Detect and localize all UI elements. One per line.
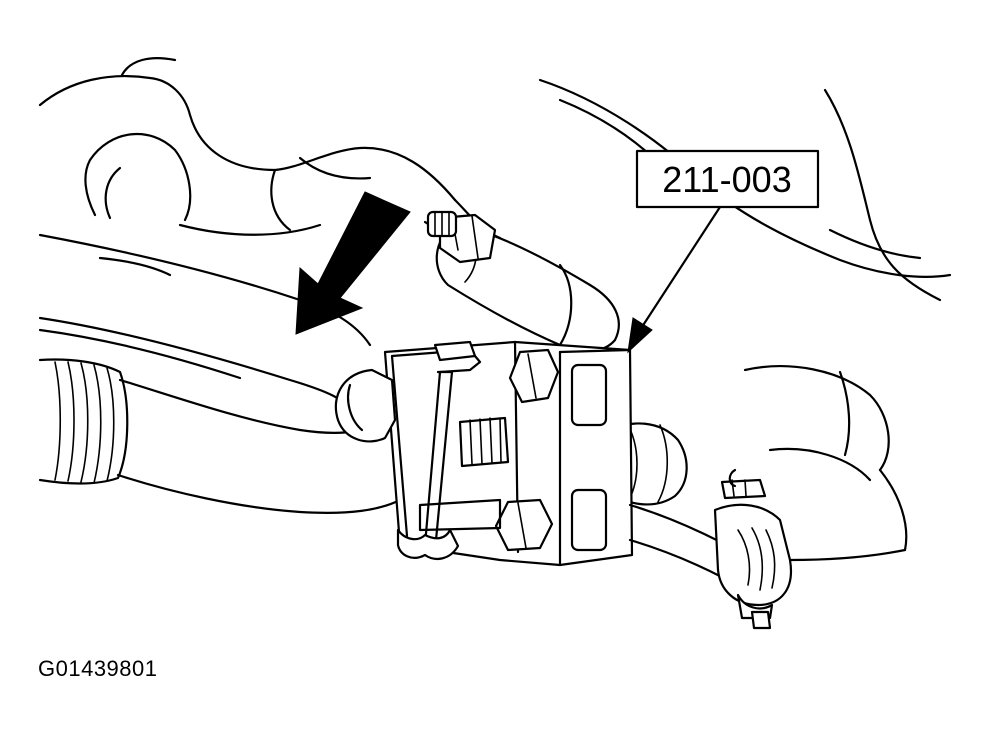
tool-callout: 211-003 <box>627 149 820 354</box>
shock-absorber <box>423 210 620 353</box>
rack-boot <box>38 358 402 514</box>
tool-number-label: 211-003 <box>662 159 791 200</box>
tie-rod-end-remover-tool <box>383 340 688 567</box>
tie-rod-end-eye <box>334 368 397 443</box>
figure-code: G01439801 <box>38 656 158 681</box>
callout-arrowhead <box>627 317 653 354</box>
outer-tie-rod-end <box>628 365 908 630</box>
callout-box <box>635 149 820 209</box>
callout-leader-line <box>638 205 722 332</box>
direction-arrow <box>295 191 411 335</box>
